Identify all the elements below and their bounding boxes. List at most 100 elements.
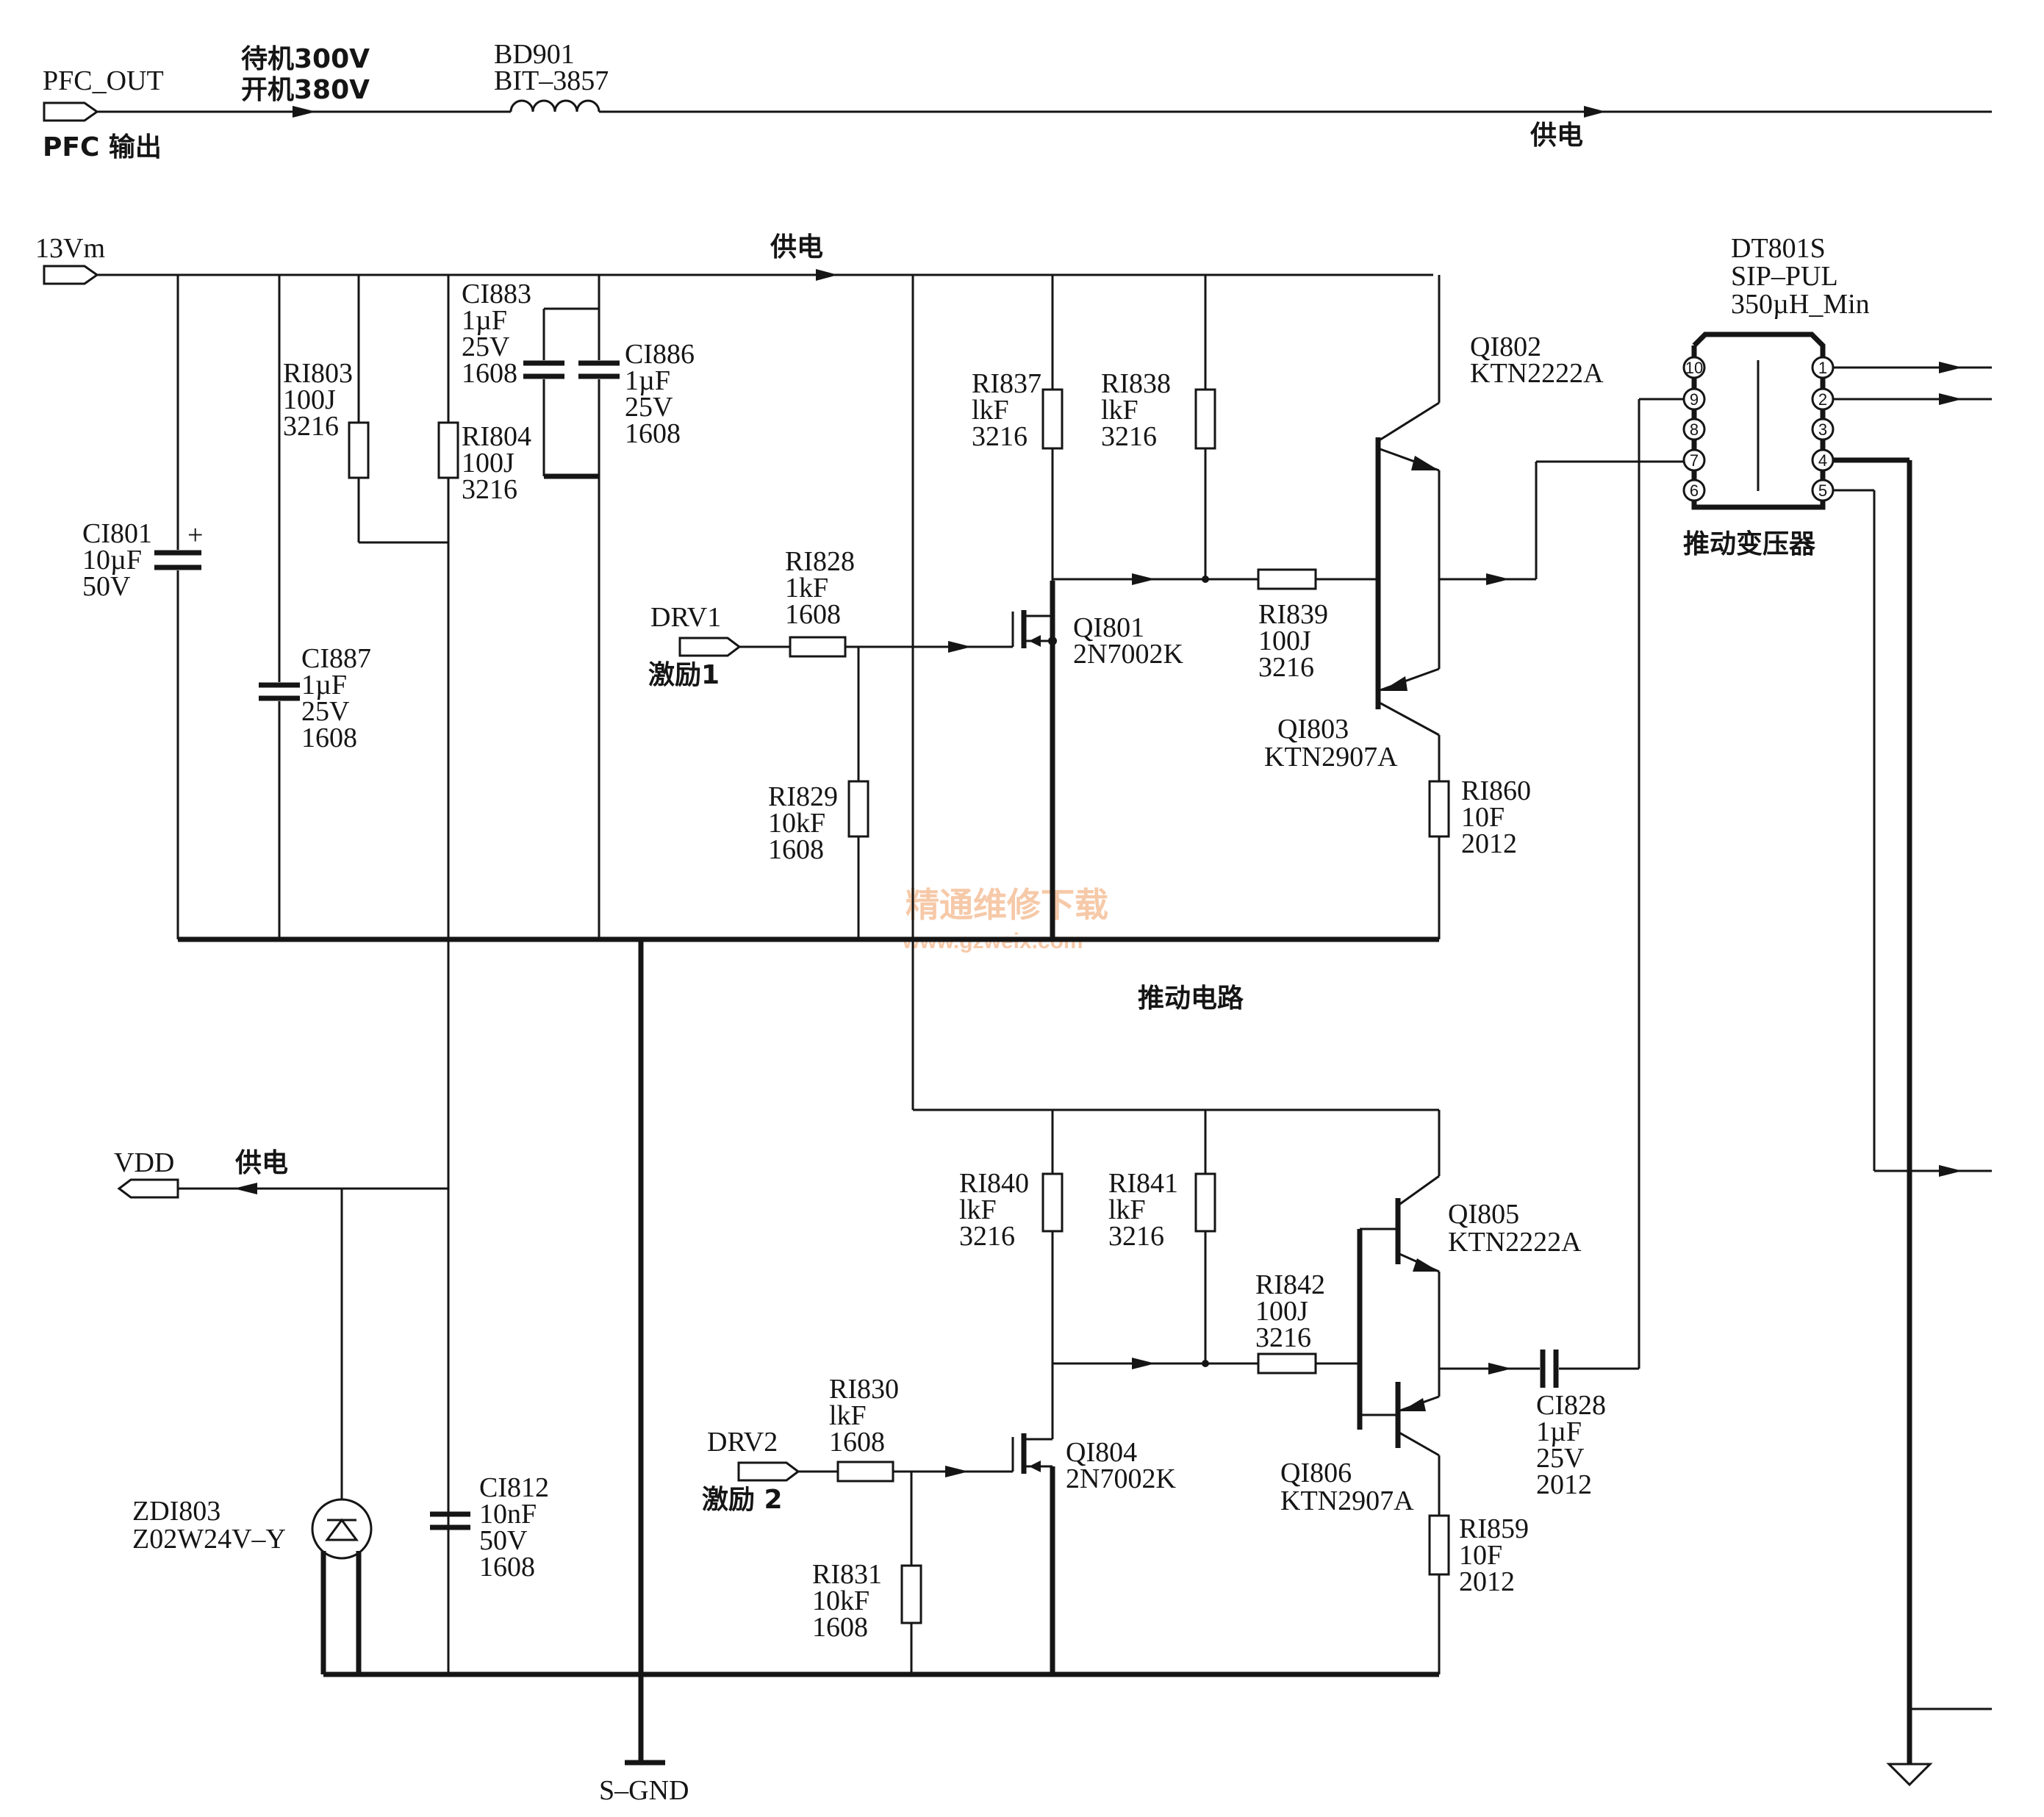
ri859-package: 2012: [1459, 1566, 1515, 1597]
ri804-package: 3216: [462, 474, 517, 505]
ri860-package: 2012: [1461, 828, 1517, 859]
ci812-package: 1608: [479, 1552, 535, 1583]
qi804-ref: QI804: [1066, 1437, 1137, 1468]
pfc-out-label: PFC_OUT: [43, 65, 164, 96]
ri859-symbol: [1428, 1514, 1450, 1576]
vdd-label: VDD: [114, 1147, 174, 1178]
inductor-bd901-ref: BD901: [494, 39, 575, 70]
tx-pin-2: 2: [1818, 390, 1827, 409]
on-voltage-label: 开机380V: [241, 75, 370, 105]
ri828-value: 1kF: [785, 573, 828, 603]
ci886-voltage: 25V: [625, 392, 673, 423]
pfc-out-net: [43, 99, 1992, 122]
zdi803-symbol: [311, 1498, 373, 1560]
ri839-value: 100J: [1258, 626, 1311, 656]
tx-pin-4: 4: [1818, 451, 1827, 470]
tx-pin-1: 1: [1818, 359, 1827, 377]
ri830-value: lkF: [829, 1400, 867, 1431]
ri803-ref: RI803: [283, 358, 353, 389]
qi806-part: KTN2907A: [1280, 1486, 1414, 1516]
ri830-package: 1608: [829, 1427, 885, 1458]
secondary-ground-symbol: [1886, 1763, 1933, 1787]
ri841-value: lkF: [1108, 1194, 1146, 1225]
qi802-ref: QI802: [1470, 331, 1541, 362]
ri829-symbol: [847, 780, 869, 838]
ri842-ref: RI842: [1255, 1269, 1325, 1300]
ci801-ref: CI801: [82, 518, 152, 549]
drv1-cn-label: 激励1: [648, 660, 720, 690]
tx-pin-9: 9: [1690, 390, 1699, 409]
ri803-package: 3216: [283, 411, 339, 442]
ri804-value: 100J: [462, 448, 514, 479]
ri859-value: 10F: [1459, 1540, 1502, 1571]
ri804-ref: RI804: [462, 421, 531, 452]
tx-pin-8: 8: [1690, 420, 1699, 439]
transformer-value: 350µH_Min: [1731, 289, 1870, 320]
ri839-symbol: [1257, 568, 1317, 590]
transformer-caption: 推动变压器: [1683, 528, 1816, 559]
ci883-voltage: 25V: [462, 331, 510, 362]
drv2-cn-label: 激励 2: [702, 1485, 783, 1515]
qi805-part: KTN2222A: [1448, 1227, 1582, 1258]
ri828-ref: RI828: [785, 546, 855, 577]
ci812-ref: CI812: [479, 1472, 549, 1503]
ri838-package: 3216: [1101, 421, 1157, 452]
ci887-package: 1608: [301, 723, 357, 753]
ri828-symbol: [789, 636, 847, 658]
ri837-value: lkF: [972, 395, 1009, 426]
ri841-package: 3216: [1108, 1221, 1164, 1252]
ci883-ref: CI883: [462, 279, 531, 309]
ci828-ref: CI828: [1536, 1390, 1606, 1421]
supply-vdd-label: 供电: [235, 1148, 288, 1178]
ci883-package: 1608: [462, 358, 517, 389]
ri829-value: 10kF: [768, 808, 825, 839]
transformer-dt801s-symbol: [1691, 331, 1826, 510]
qi802-qi803-totem-pole: [1375, 275, 1441, 781]
transformer-right-pins: 1 2 3 4 5: [1811, 356, 1835, 502]
watermark-title: 精通维修下载: [906, 885, 1108, 925]
ci801-plus: +: [187, 520, 203, 551]
qi804-part: 2N7002K: [1066, 1463, 1176, 1494]
tx-pin-5: 5: [1818, 481, 1827, 500]
standby-voltage-label: 待机300V: [241, 44, 370, 74]
ri860-symbol: [1428, 780, 1450, 838]
ri837-ref: RI837: [972, 368, 1041, 399]
sgnd-label: S–GND: [599, 1775, 689, 1806]
supply-top-label: 供电: [1530, 121, 1583, 151]
ci883-value: 1µF: [462, 305, 507, 336]
drv2-label: DRV2: [707, 1427, 778, 1458]
ci886-value: 1µF: [625, 365, 670, 396]
ci887-ref: CI887: [301, 643, 371, 674]
ri859-ref: RI859: [1459, 1513, 1529, 1544]
ci801-value: 10µF: [82, 545, 142, 576]
tx-pin-7: 7: [1690, 451, 1699, 470]
ri841-symbol: [1194, 1172, 1216, 1233]
drv2-connector: [737, 1461, 800, 1482]
ri837-package: 3216: [972, 421, 1028, 452]
ci812-voltage: 50V: [479, 1525, 528, 1556]
transformer-left-pins: 10 9 8 7 6: [1682, 356, 1706, 502]
zdi803-ref: ZDI803: [132, 1496, 220, 1527]
ri829-package: 1608: [768, 834, 824, 865]
qi803-part: KTN2907A: [1264, 742, 1398, 773]
qi803-ref: QI803: [1277, 714, 1349, 745]
ri829-ref: RI829: [768, 781, 838, 812]
transformer-ref: DT801S: [1731, 233, 1826, 264]
ci886-package: 1608: [625, 418, 681, 449]
ri831-value: 10kF: [812, 1585, 869, 1616]
ci887-value: 1µF: [301, 670, 347, 700]
section-title: 推动电路: [1138, 983, 1244, 1014]
ci828-package: 2012: [1536, 1469, 1592, 1500]
drv1-connector: [678, 637, 742, 657]
qi801-ref: QI801: [1073, 612, 1144, 643]
ri842-value: 100J: [1255, 1296, 1308, 1327]
qi805-ref: QI805: [1448, 1199, 1519, 1230]
ri837-symbol: [1041, 388, 1064, 450]
ri842-package: 3216: [1255, 1322, 1311, 1353]
vm13-label: 13Vm: [35, 233, 105, 264]
ci812-value: 10nF: [479, 1499, 537, 1530]
drv1-label: DRV1: [650, 602, 721, 633]
tx-pin-3: 3: [1818, 420, 1827, 439]
supply-mid-label: 供电: [770, 232, 823, 262]
ci801-voltage: 50V: [82, 571, 131, 602]
